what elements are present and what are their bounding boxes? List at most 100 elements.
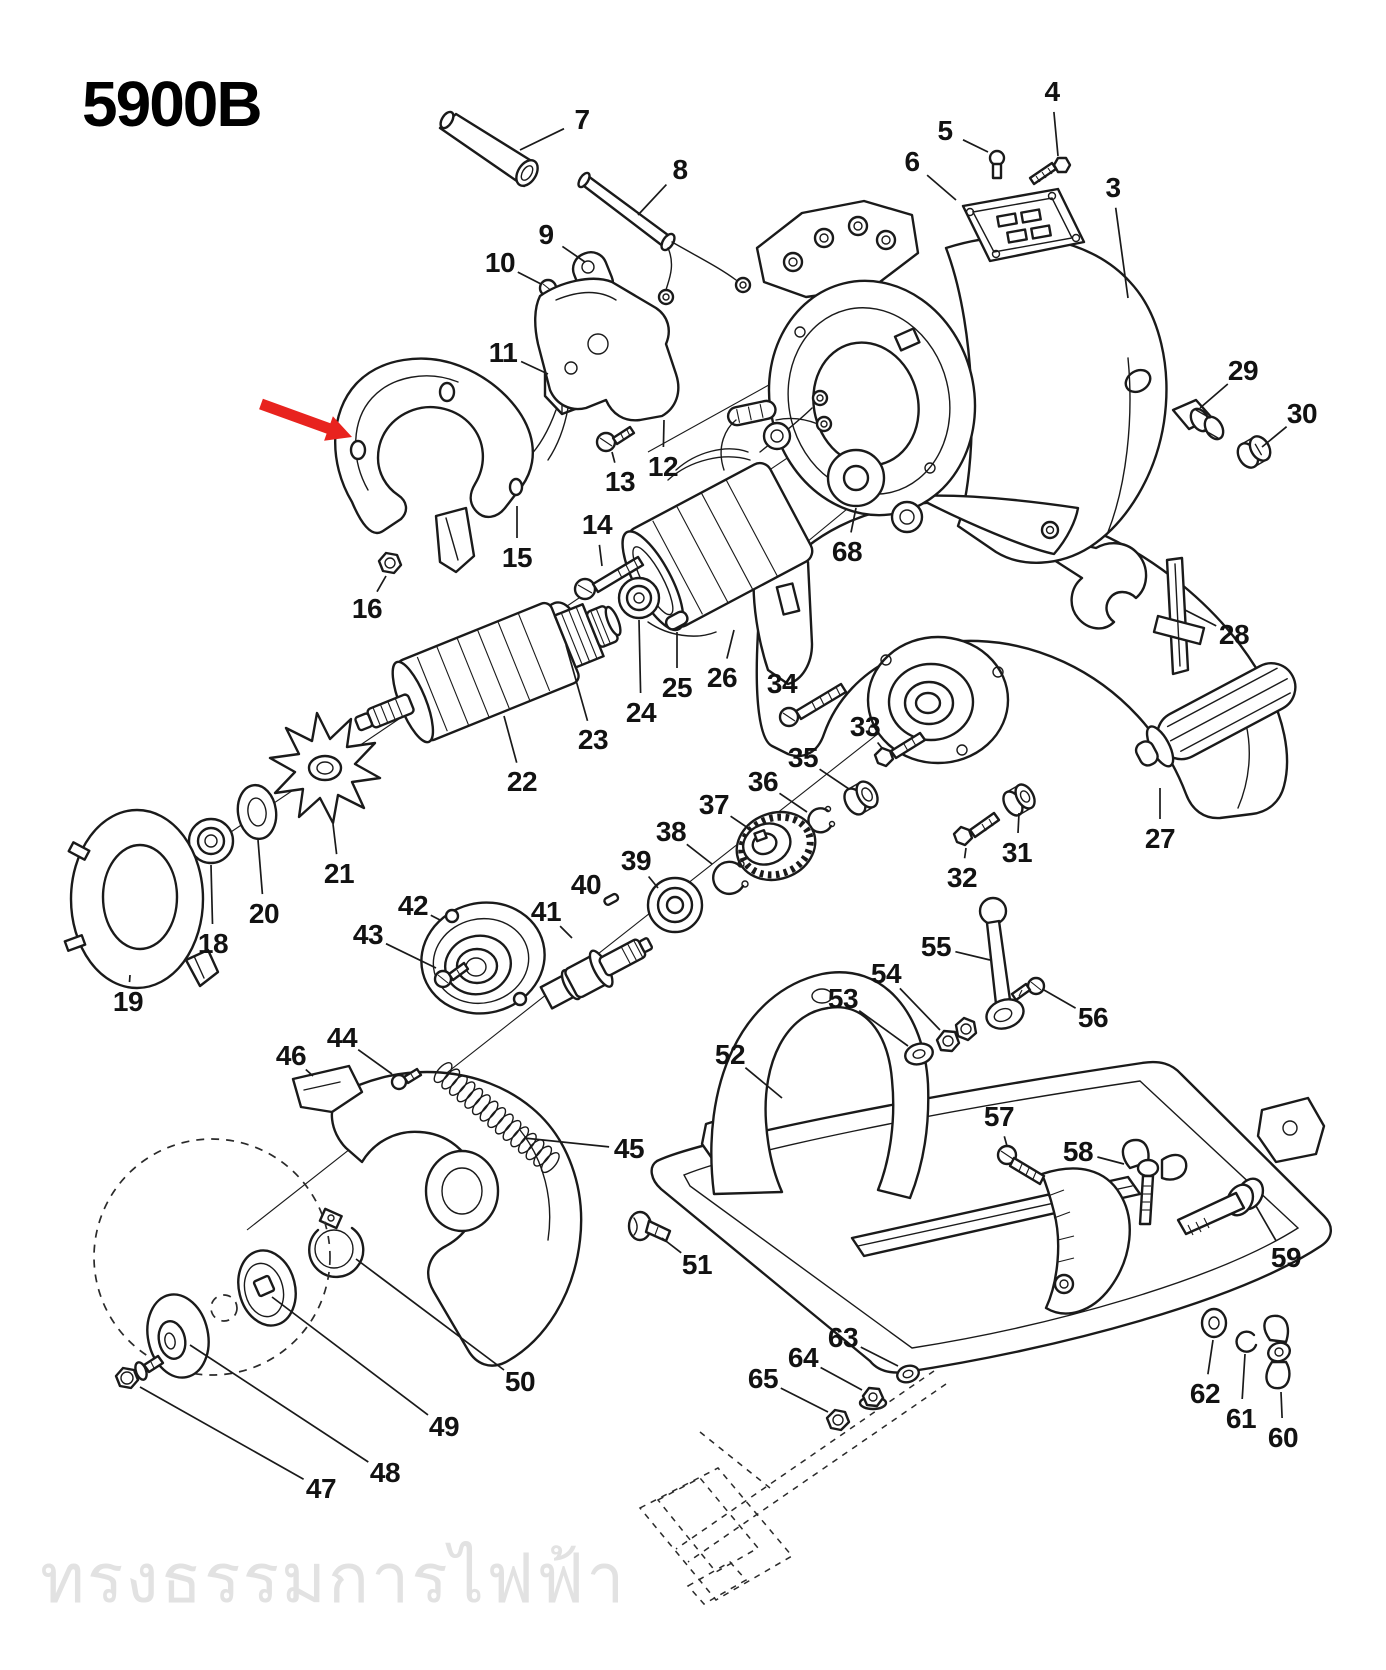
base-plate-drawing [650, 971, 1332, 1374]
part-number-68: 68 [831, 536, 863, 567]
leader-line-24 [638, 619, 642, 694]
leader-line-12 [662, 419, 665, 448]
leader-line-4 [1053, 111, 1059, 157]
clamp-ring-drawing [308, 1207, 365, 1279]
part-number-39: 39 [620, 845, 652, 876]
part-number-22: 22 [506, 766, 538, 797]
part-number-41: 41 [530, 896, 562, 927]
leader-line-42 [430, 914, 441, 921]
washer-63-drawing [896, 1364, 920, 1384]
part-number-48: 48 [369, 1457, 401, 1488]
part-number-36: 36 [747, 766, 779, 797]
inner-flange-drawing [237, 1249, 297, 1327]
switch-base-drawing [534, 277, 680, 422]
nuts-54-drawing [935, 1016, 978, 1053]
leader-line-47 [139, 1386, 305, 1480]
part-number-27: 27 [1144, 823, 1176, 854]
part-number-28: 28 [1218, 619, 1250, 650]
model-number-title: 5900B [82, 68, 263, 140]
screw-14-drawing [573, 555, 645, 601]
motor-housing-drawing [755, 149, 1272, 564]
leader-line-22 [503, 715, 518, 763]
leader-line-60 [1280, 1391, 1283, 1419]
part-number-40: 40 [570, 869, 602, 900]
part-number-18: 18 [197, 928, 229, 959]
leader-line-37 [730, 815, 749, 829]
key-40-drawing [603, 892, 620, 906]
bushing-31-drawing [1002, 783, 1036, 817]
leader-line-51 [661, 1237, 682, 1254]
leader-line-53 [858, 1010, 909, 1047]
circlip-38-drawing [712, 860, 749, 896]
grip-handle-drawing [1134, 662, 1297, 768]
baffle-plate-drawing [63, 808, 220, 990]
leader-line-55 [955, 950, 991, 961]
part-number-52: 52 [714, 1039, 746, 1070]
leader-line-63 [860, 1346, 899, 1367]
leader-line-50 [355, 1258, 505, 1371]
screw-51-drawing [627, 1210, 672, 1243]
part-number-12: 12 [647, 451, 679, 482]
leader-line-29 [1199, 383, 1229, 409]
spring-45-drawing [433, 1062, 560, 1174]
leader-line-46 [305, 1068, 314, 1077]
washer-62-drawing [1200, 1307, 1228, 1339]
sleeve-35-drawing [843, 780, 879, 816]
leader-line-58 [1097, 1156, 1125, 1165]
leader-line-21 [332, 823, 338, 855]
leader-line-19 [128, 974, 131, 983]
leader-line-26 [726, 629, 735, 659]
leader-line-68 [850, 507, 857, 533]
part-number-32: 32 [946, 862, 978, 893]
leader-line-39 [647, 875, 659, 889]
pin-25-drawing [664, 610, 689, 631]
outer-flange-drawing [146, 1293, 210, 1379]
part-number-30: 30 [1286, 398, 1318, 429]
leader-line-59 [1255, 1205, 1277, 1242]
part-number-59: 59 [1270, 1242, 1302, 1273]
part-number-45: 45 [613, 1133, 645, 1164]
screw-56-drawing [1010, 976, 1046, 1002]
washer-53-drawing [904, 1042, 934, 1066]
part-number-16: 16 [351, 593, 383, 624]
part-number-13: 13 [604, 466, 636, 497]
part-number-9: 9 [538, 219, 554, 250]
part-number-64: 64 [787, 1342, 819, 1373]
leader-line-8 [637, 184, 668, 216]
leader-line-18 [210, 864, 214, 925]
part-number-10: 10 [484, 247, 516, 278]
part-number-11: 11 [488, 337, 518, 368]
leader-line-32 [963, 847, 967, 859]
part-number-58: 58 [1062, 1136, 1094, 1167]
part-number-65: 65 [747, 1363, 779, 1394]
bevel-lever-drawing [978, 896, 1025, 1030]
rip-fence-drawing [638, 1370, 947, 1605]
bolt-32-drawing [952, 811, 1001, 847]
part-number-14: 14 [581, 509, 613, 540]
leader-line-33 [876, 741, 883, 749]
part-number-19: 19 [112, 986, 144, 1017]
part-number-54: 54 [870, 958, 902, 989]
part-number-5: 5 [937, 115, 953, 146]
leader-line-49 [271, 1296, 429, 1416]
leader-line-64 [820, 1366, 863, 1391]
screw-13-drawing [595, 425, 636, 453]
leader-line-48 [189, 1344, 369, 1463]
leader-line-36 [779, 792, 808, 813]
leader-line-35 [819, 768, 850, 790]
part-number-38: 38 [655, 816, 687, 847]
part-number-15: 15 [501, 542, 533, 573]
part-number-8: 8 [672, 154, 688, 185]
leader-line-20 [257, 839, 264, 895]
part-number-23: 23 [577, 724, 609, 755]
watermark-text: ทรงธรรมการไฟฟ้า [40, 1541, 627, 1617]
bolt-59-drawing [1176, 1177, 1265, 1236]
fan-drawing [268, 711, 382, 825]
wrench-drawing [1048, 538, 1206, 676]
leader-line-61 [1241, 1353, 1246, 1400]
leader-line-10 [517, 271, 542, 285]
part-number-6: 6 [904, 146, 920, 177]
leader-line-52 [744, 1067, 783, 1099]
